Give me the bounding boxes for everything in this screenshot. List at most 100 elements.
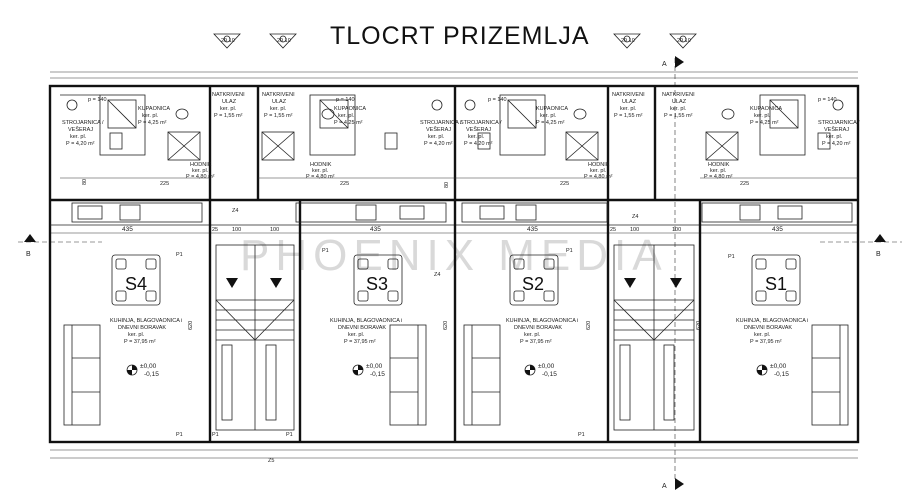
svg-text:P1: P1 bbox=[176, 432, 183, 438]
svg-text:p = 140: p = 140 bbox=[818, 97, 837, 103]
svg-text:P = 4,25 m²: P = 4,25 m² bbox=[138, 120, 167, 126]
svg-text:80: 80 bbox=[444, 182, 450, 188]
svg-text:100: 100 bbox=[630, 227, 639, 233]
level-marker-2: 29.10 bbox=[269, 33, 297, 49]
svg-text:HODNIK: HODNIK bbox=[310, 162, 332, 168]
svg-text:ker. pl.: ker. pl. bbox=[590, 168, 607, 174]
svg-text:NATKRIVENI: NATKRIVENI bbox=[262, 92, 295, 98]
svg-text:P = 1,55 m²: P = 1,55 m² bbox=[214, 113, 243, 119]
living-room-s4: S4 KUHINJA, BLAGOVAONICA i DNEVNI BORAVA… bbox=[63, 254, 182, 426]
level-marker-3: 29.10 bbox=[613, 33, 641, 49]
svg-text:225: 225 bbox=[740, 181, 749, 187]
svg-text:KUPAONICA: KUPAONICA bbox=[334, 106, 366, 112]
svg-text:STROJARNICA /: STROJARNICA / bbox=[460, 120, 502, 126]
svg-text:ker. pl.: ker. pl. bbox=[312, 168, 329, 174]
svg-text:A: A bbox=[662, 61, 667, 68]
svg-text:P1: P1 bbox=[728, 254, 735, 260]
svg-text:±0,00: ±0,00 bbox=[140, 363, 157, 370]
svg-text:VEŠERAJ: VEŠERAJ bbox=[426, 126, 451, 133]
svg-text:P = 4,80 m²: P = 4,80 m² bbox=[306, 174, 335, 180]
svg-text:p = 140: p = 140 bbox=[488, 97, 507, 103]
level-marker-1: 29.10 bbox=[213, 33, 241, 49]
svg-text:ker. pl.: ker. pl. bbox=[142, 113, 159, 119]
svg-text:P = 4,80 m²: P = 4,80 m² bbox=[186, 174, 215, 180]
svg-text:ULAZ: ULAZ bbox=[222, 99, 237, 105]
svg-text:29.10: 29.10 bbox=[677, 38, 691, 44]
svg-text:-0,15: -0,15 bbox=[370, 371, 385, 378]
service-block-s2: STROJARNICA / VEŠERAJ ker. pl. P = 4,20 … bbox=[455, 92, 645, 187]
svg-text:P1: P1 bbox=[578, 432, 585, 438]
svg-text:ULAZ: ULAZ bbox=[622, 99, 637, 105]
svg-text:ker. pl.: ker. pl. bbox=[220, 106, 237, 112]
svg-text:DNEVNI BORAVAK: DNEVNI BORAVAK bbox=[338, 325, 386, 331]
svg-text:A: A bbox=[662, 483, 667, 490]
svg-text:P = 4,80 m²: P = 4,80 m² bbox=[584, 174, 613, 180]
watermark: PHOENIX MEDIA bbox=[240, 231, 668, 280]
svg-text:KUPAONICA: KUPAONICA bbox=[536, 106, 568, 112]
svg-text:KUHINJA, BLAGOVAONICA i: KUHINJA, BLAGOVAONICA i bbox=[110, 318, 182, 324]
svg-text:620: 620 bbox=[443, 321, 449, 330]
svg-text:P = 4,20 m²: P = 4,20 m² bbox=[424, 141, 453, 147]
svg-text:ker. pl.: ker. pl. bbox=[754, 113, 771, 119]
svg-text:P = 4,20 m²: P = 4,20 m² bbox=[66, 141, 95, 147]
svg-text:ker. pl.: ker. pl. bbox=[670, 106, 687, 112]
svg-text:ker. pl.: ker. pl. bbox=[540, 113, 557, 119]
svg-text:P = 37,95 m²: P = 37,95 m² bbox=[520, 339, 552, 345]
svg-text:P = 4,25 m²: P = 4,25 m² bbox=[750, 120, 779, 126]
svg-text:-0,15: -0,15 bbox=[144, 371, 159, 378]
unit-label-s4: S4 bbox=[125, 274, 147, 294]
svg-text:620: 620 bbox=[586, 321, 592, 330]
section-marker-a-top: A bbox=[662, 56, 684, 480]
svg-text:HODNIK: HODNIK bbox=[190, 162, 212, 168]
svg-text:±0,00: ±0,00 bbox=[770, 363, 787, 370]
svg-text:p = 140: p = 140 bbox=[88, 97, 107, 103]
svg-text:Z4: Z4 bbox=[232, 208, 238, 214]
svg-text:ker. pl.: ker. pl. bbox=[270, 106, 287, 112]
svg-text:P = 1,55 m²: P = 1,55 m² bbox=[614, 113, 643, 119]
svg-text:225: 225 bbox=[160, 181, 169, 187]
svg-text:NATKRIVENI: NATKRIVENI bbox=[212, 92, 245, 98]
svg-text:HODNIK: HODNIK bbox=[588, 162, 610, 168]
staircase-right bbox=[613, 244, 695, 431]
svg-text:B: B bbox=[876, 251, 881, 258]
living-room-s2: S2 KUHINJA, BLAGOVAONICA i DNEVNI BORAVA… bbox=[463, 254, 578, 426]
svg-text:p = 140: p = 140 bbox=[336, 97, 355, 103]
svg-text:P1: P1 bbox=[322, 248, 329, 254]
service-block-s4: STROJARNICA / VEŠERAJ ker. pl. P = 4,20 … bbox=[60, 92, 245, 187]
svg-text:435: 435 bbox=[772, 226, 783, 233]
svg-text:P = 1,55 m²: P = 1,55 m² bbox=[664, 113, 693, 119]
svg-text:DNEVNI BORAVAK: DNEVNI BORAVAK bbox=[744, 325, 792, 331]
svg-text:ker. pl.: ker. pl. bbox=[192, 168, 209, 174]
svg-text:P = 1,55 m²: P = 1,55 m² bbox=[264, 113, 293, 119]
svg-text:DNEVNI BORAVAK: DNEVNI BORAVAK bbox=[514, 325, 562, 331]
svg-text:B: B bbox=[26, 251, 31, 258]
svg-text:P = 37,95 m²: P = 37,95 m² bbox=[750, 339, 782, 345]
svg-text:P = 37,95 m²: P = 37,95 m² bbox=[124, 339, 156, 345]
svg-text:P1: P1 bbox=[286, 432, 293, 438]
svg-text:ker. pl.: ker. pl. bbox=[348, 332, 365, 338]
plan-title: TLOCRT PRIZEMLJA bbox=[330, 22, 590, 50]
svg-text:ker. pl.: ker. pl. bbox=[70, 134, 87, 140]
living-room-s3: S3 KUHINJA, BLAGOVAONICA i DNEVNI BORAVA… bbox=[330, 254, 427, 426]
svg-text:ker. pl.: ker. pl. bbox=[826, 134, 843, 140]
svg-text:P1: P1 bbox=[212, 432, 219, 438]
section-marker-a-bottom: A bbox=[662, 478, 684, 490]
svg-text:HODNIK: HODNIK bbox=[708, 162, 730, 168]
svg-text:ker. pl.: ker. pl. bbox=[524, 332, 541, 338]
staircase-left bbox=[215, 244, 295, 431]
svg-text:100: 100 bbox=[672, 227, 681, 233]
svg-text:Z5: Z5 bbox=[268, 458, 274, 464]
svg-text:29.10: 29.10 bbox=[621, 38, 635, 44]
svg-text:STROJARNICA /: STROJARNICA / bbox=[818, 120, 860, 126]
living-room-s1: S1 KUHINJA, BLAGOVAONICA i DNEVNI BORAVA… bbox=[736, 254, 849, 426]
svg-text:P = 4,20 m²: P = 4,20 m² bbox=[464, 141, 493, 147]
svg-text:NATKRIVENI: NATKRIVENI bbox=[612, 92, 645, 98]
svg-text:STROJARNICA /: STROJARNICA / bbox=[420, 120, 462, 126]
svg-text:NATKRIVENI: NATKRIVENI bbox=[662, 92, 695, 98]
svg-text:80: 80 bbox=[82, 179, 88, 185]
kitchen-counters bbox=[71, 202, 853, 223]
svg-text:ker. pl.: ker. pl. bbox=[754, 332, 771, 338]
svg-text:KUPAONICA: KUPAONICA bbox=[750, 106, 782, 112]
svg-text:225: 225 bbox=[560, 181, 569, 187]
svg-text:P1: P1 bbox=[176, 252, 183, 258]
